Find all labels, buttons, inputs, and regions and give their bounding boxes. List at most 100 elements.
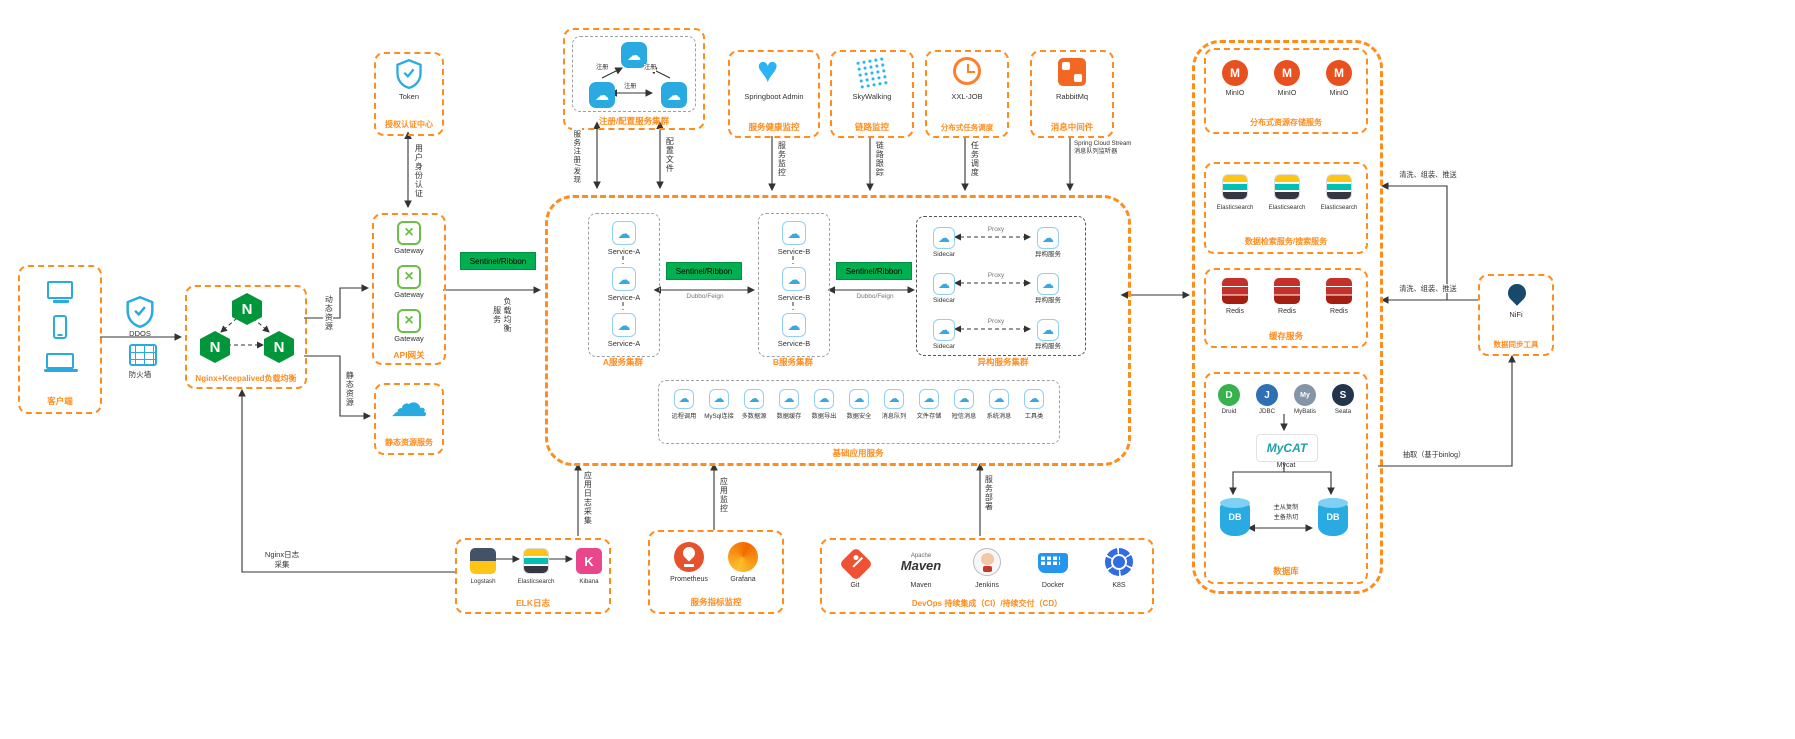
devops-item-label: Docker: [1041, 582, 1065, 589]
db-tool-label: JDBC: [1258, 408, 1276, 415]
gateway-item-label: Gateway: [394, 334, 424, 343]
ddos-label: DDOS: [129, 329, 151, 338]
base-service-icon: [884, 389, 904, 409]
search-item-label: Elasticsearch: [1320, 204, 1358, 211]
nginx-icon: [264, 331, 294, 363]
db-tool-label: MyBatis: [1293, 408, 1316, 415]
devops-label: DevOps 持续集成（CI）/持续交付（CD）: [911, 599, 1063, 609]
rabbitmq-box: RabbitMq 消息中间件: [1030, 50, 1114, 138]
logstash-icon: [470, 548, 496, 574]
heart-monitor-icon: [757, 52, 778, 88]
sentinel-ribbon-badge: Sentinel/Ribbon: [836, 262, 912, 280]
redis-icon: [1326, 278, 1352, 304]
sidecar-label: Sidecar: [932, 297, 956, 304]
service-cloud-icon: [782, 313, 806, 337]
proxy-label: Proxy: [974, 272, 1018, 281]
kubernetes-icon: [1105, 548, 1133, 576]
gateway-item-label: Gateway: [394, 246, 424, 255]
gateway-icon: [397, 309, 421, 333]
mycat-logo: MyCAT: [1256, 434, 1318, 462]
cache-item-label: Redis: [1330, 308, 1348, 315]
rabbitmq-icon: [1058, 58, 1086, 86]
base-service-label: 消息队列: [881, 413, 907, 420]
edge-label-register-discovery: 服务注册/发现: [572, 124, 582, 190]
nifi-box: NiFi 数据同步工具: [1478, 274, 1554, 356]
nifi-name: NiFi: [1509, 310, 1523, 319]
service-a-label: Service-A: [607, 293, 641, 302]
hetero-service-cloud-icon: [1037, 227, 1059, 249]
service-cloud-icon: [612, 267, 636, 291]
elasticsearch-icon: [1274, 174, 1300, 200]
cache-box: Redis Redis Redis 缓存服务: [1204, 268, 1368, 348]
minio-item-label: MinIO: [1329, 90, 1349, 97]
base-service-icon: [954, 389, 974, 409]
jdbc-icon: [1256, 384, 1278, 406]
devops-box: Apache Maven Git Maven Jenkins Docker K8…: [820, 538, 1154, 614]
docker-icon: [1038, 553, 1068, 573]
hetero-group-label: 异构服务集群: [977, 357, 1029, 367]
service-a-group-box: Service-A Service-A Service-A: [588, 213, 660, 357]
rabbitmq-label: 消息中间件: [1050, 121, 1094, 132]
base-service-icon: [849, 389, 869, 409]
cache-box-label: 缓存服务: [1268, 330, 1303, 341]
registry-cloud-icon: [621, 42, 647, 68]
edge-label-register: 注册: [624, 83, 637, 92]
nginx-icon: [200, 331, 230, 363]
replica-label-1: 主从复制: [1273, 504, 1299, 511]
registry-cloud-icon: [589, 82, 615, 108]
maven-logo-main: Maven: [900, 557, 942, 573]
service-b-label: Service-B: [777, 339, 811, 348]
db-tool-label: Seata: [1334, 408, 1352, 415]
registry-box: 注册/配置服务集群: [563, 28, 705, 130]
minio-item-label: MinIO: [1277, 90, 1297, 97]
service-cloud-icon: [612, 313, 636, 337]
edge-label-app-log: 应用日志采集: [582, 468, 593, 528]
service-cloud-icon: [782, 221, 806, 245]
edge-label-etl-top: 清洗、组装、推送: [1386, 170, 1470, 180]
scheduler-clock-icon: [953, 57, 981, 85]
metrics-item-label: Grafana: [730, 576, 756, 583]
replica-label-2: 主备热切: [1273, 514, 1299, 521]
metrics-label: 服务指标监控: [690, 596, 742, 607]
mycat-label: Mycat: [1276, 462, 1296, 469]
api-gateway-label: API网关: [393, 349, 425, 360]
phone-icon: [53, 315, 67, 339]
search-item-label: Elasticsearch: [1216, 204, 1254, 211]
firewall-label: 防火墙: [128, 370, 152, 379]
base-services-label: 基础应用服务: [832, 448, 884, 458]
service-b-label: Service-B: [777, 293, 811, 302]
minio-box: MinIO MinIO MinIO 分布式资源存储服务: [1204, 48, 1368, 134]
base-service-label: 数据导出: [811, 413, 837, 420]
skywalking-name: SkyWalking: [852, 92, 892, 101]
edge-label-trace: 链路跟踪: [874, 138, 885, 180]
nginx-ic on: [232, 293, 262, 325]
storage-stack-box: [1192, 40, 1383, 594]
elasticsearch-icon: [523, 548, 549, 574]
base-service-label: 文件存储: [916, 413, 942, 420]
registry-inner-box: [572, 36, 696, 112]
edge-label-config-file: 配置文件: [664, 134, 675, 176]
cache-item-label: Redis: [1226, 308, 1244, 315]
base-service-icon: [674, 389, 694, 409]
search-item-label: Elasticsearch: [1268, 204, 1306, 211]
edge-label-etl-mid: 清洗、组装、推送: [1386, 284, 1470, 294]
hetero-service-cloud-icon: [1037, 319, 1059, 341]
proxy-label: Proxy: [974, 318, 1018, 327]
base-service-label: 工具类: [1024, 413, 1044, 420]
minio-icon: [1274, 60, 1300, 86]
dubbo-feign-label: Dubbo/Feign: [840, 293, 910, 302]
db-cylinder-icon: DB: [1220, 498, 1250, 536]
elasticsearch-icon: [1222, 174, 1248, 200]
kibana-icon: [576, 548, 602, 574]
devops-item-label: Maven: [910, 582, 932, 589]
elasticsearch-icon: [1326, 174, 1352, 200]
devops-item-label: Jenkins: [975, 582, 999, 589]
base-service-icon: [779, 389, 799, 409]
base-service-label: 数据缓存: [776, 413, 802, 420]
edge-label-load-balance: 负载均衡服务: [490, 296, 512, 334]
db-cylinder-icon: DB: [1318, 498, 1348, 536]
auth-center-box: Token 授权认证中心: [374, 52, 444, 136]
base-service-icon: [709, 389, 729, 409]
